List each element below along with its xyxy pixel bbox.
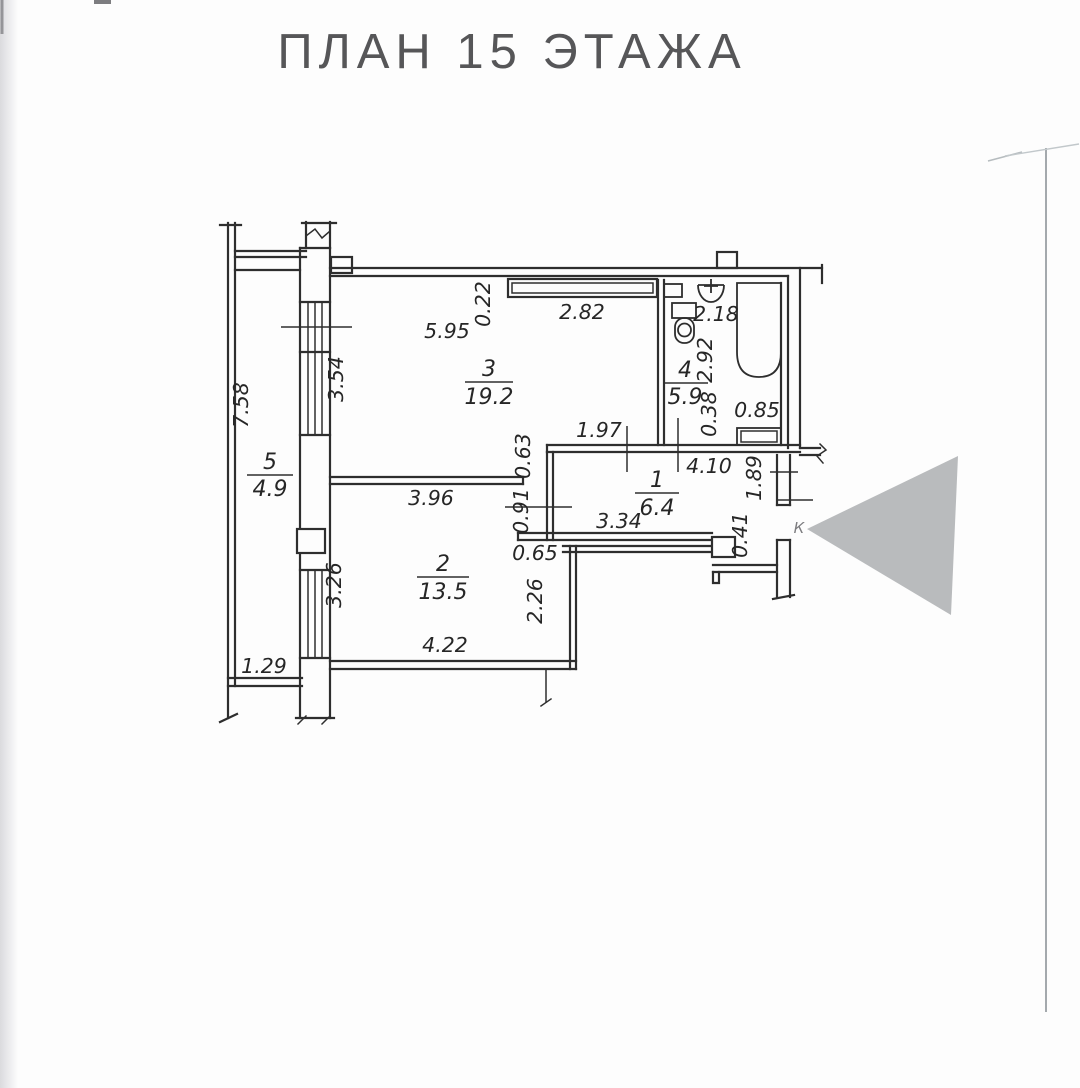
room-label-1: 1 6.4 [635, 468, 679, 521]
dimension-ticks [281, 326, 813, 508]
room-label-2: 2 13.5 [417, 552, 469, 605]
bath-cabinet-box [736, 427, 782, 446]
room-area: 19.2 [465, 385, 514, 410]
entry-pier-block [710, 535, 737, 559]
room-number: 1 [650, 468, 664, 493]
dim-0-22: 0.22 [471, 281, 495, 327]
dim-1-89: 1.89 [742, 455, 766, 501]
entry-mark: К [794, 519, 806, 537]
dimension-labels: 7.58 3.54 5.95 0.22 2.82 2.18 2.92 0.38 … [229, 281, 780, 678]
page-title: ПЛАН 15 ЭТАЖА [277, 25, 746, 79]
dim-3-54: 3.54 [324, 356, 348, 402]
room-number: 5 [263, 450, 277, 475]
scratch-mark [1004, 143, 1080, 157]
room-number: 2 [436, 552, 450, 577]
vent-shaft-box [715, 250, 739, 270]
dim-2-82: 2.82 [559, 300, 605, 324]
scratch-mark [987, 151, 1023, 162]
room-area: 13.5 [419, 580, 468, 605]
wall-step-box [329, 255, 354, 275]
dim-0-63: 0.63 [511, 433, 535, 479]
duct-box [663, 283, 683, 298]
dim-0-41: 0.41 [728, 512, 752, 558]
dim-0-65: 0.65 [512, 541, 558, 565]
room-label-4: 4 5.9 [664, 358, 708, 410]
dim-2-26: 2.26 [523, 578, 547, 624]
dim-0-38: 0.38 [697, 391, 721, 437]
dim-3-34: 3.34 [596, 509, 642, 533]
bathroom-fixtures [663, 279, 782, 446]
dim-1-97: 1.97 [576, 418, 622, 442]
dim-1-29: 1.29 [241, 654, 287, 678]
room-label-3: 3 19.2 [465, 357, 514, 410]
dim-5-95: 5.95 [424, 319, 470, 343]
dim-2-18: 2.18 [693, 302, 739, 326]
dim-7-58: 7.58 [229, 382, 253, 428]
walls [218, 220, 828, 726]
entry-arrow-icon [807, 456, 958, 615]
sink-icon [697, 279, 725, 303]
room-area: 4.9 [253, 477, 288, 502]
room-number: 4 [678, 358, 692, 383]
bathtub-icon [736, 282, 782, 378]
dim-3-26: 3.26 [322, 562, 346, 608]
dim-0-91: 0.91 [509, 488, 533, 534]
top-window-ledge [506, 277, 659, 299]
room-labels: 3 19.2 4 5.9 1 6.4 2 13.5 5 [247, 357, 708, 605]
room-number: 3 [482, 357, 496, 382]
dim-3-96: 3.96 [408, 486, 454, 510]
wall-pier-block [295, 527, 327, 555]
scan-artifacts [0, 0, 1080, 1012]
room-area: 5.9 [668, 385, 703, 410]
room-area: 6.4 [640, 496, 675, 521]
dim-4-10: 4.10 [686, 454, 732, 478]
room-label-5: 5 4.9 [247, 450, 293, 502]
dim-4-22: 4.22 [422, 633, 468, 657]
window-glazing [307, 301, 323, 659]
dim-0-85: 0.85 [734, 398, 780, 422]
dim-2-92: 2.92 [693, 337, 717, 383]
edge-mark [94, 0, 111, 4]
toilet-icon [671, 302, 697, 344]
